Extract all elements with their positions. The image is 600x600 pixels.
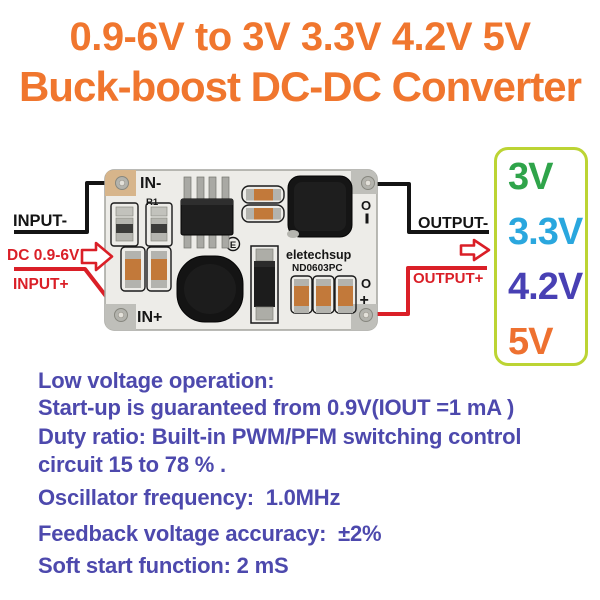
voltage-option-3-3v: 3.3V (508, 211, 583, 253)
output-negative-wire (371, 182, 489, 234)
output-voltage-panel: 3V 3.3V 4.2V 5V (494, 147, 588, 366)
spec-line-oscillator: Oscillator frequency: 1.0MHz (38, 485, 341, 510)
mounting-pad-top-left (105, 170, 136, 196)
pcb-module: IN- R1 IN+ eletechsup ND0603PC E O O + (104, 169, 378, 331)
capacitor (241, 185, 285, 204)
capacitor (334, 275, 357, 314)
silkscreen-in-negative: IN- (140, 175, 161, 192)
spec-line-startup: Start-up is guaranteed from 0.9V(IOUT =1… (38, 395, 515, 420)
output-positive-label: OUTPUT+ (413, 270, 484, 287)
resistor (145, 202, 173, 247)
title-block: 0.9-6V to 3V 3.3V 4.2V 5V Buck-boost DC-… (0, 12, 600, 112)
capacitor (146, 246, 172, 292)
svg-text:O: O (361, 276, 371, 291)
title-line-2: Buck-boost DC-DC Converter (18, 63, 582, 110)
capacitor (290, 275, 313, 314)
ic-chip (180, 176, 234, 249)
input-range-label: DC 0.9-6V (7, 247, 80, 264)
silkscreen-out-positive: O + (360, 276, 372, 309)
mounting-pad-bottom-right (351, 304, 377, 330)
model-label: ND0603PC (292, 263, 343, 274)
mounting-pad-bottom-left (105, 304, 136, 330)
svg-text:E: E (230, 240, 236, 251)
diode (250, 245, 279, 324)
voltage-option-5v: 5V (508, 321, 553, 363)
inductor-square (287, 175, 353, 238)
voltage-option-4-2v: 4.2V (508, 266, 583, 308)
resistor (110, 202, 139, 247)
output-direction-arrow-icon (459, 238, 491, 262)
spec-line-duty-ratio-cont: circuit 15 to 78 % . (38, 452, 226, 477)
silkscreen-out-negative: O (361, 198, 371, 224)
spec-line-duty-ratio: Duty ratio: Built-in PWM/PFM switching c… (38, 424, 522, 449)
title-line-1: 0.9-6V to 3V 3.3V 4.2V 5V (69, 15, 531, 59)
output-positive-wire (368, 266, 487, 316)
capacitor (120, 246, 146, 292)
input-positive-label: INPUT+ (13, 276, 69, 293)
input-negative-wire (14, 181, 118, 234)
brand-label: eletechsup (286, 248, 352, 262)
converter-wiring-diagram: IN- R1 IN+ eletechsup ND0603PC E O O + (7, 169, 491, 331)
silkscreen-in-positive: IN+ (137, 309, 162, 326)
mounting-pad-top-right (351, 170, 377, 194)
svg-text:O: O (361, 198, 371, 213)
voltage-option-3v: 3V (508, 156, 553, 198)
input-negative-label: INPUT- (13, 212, 67, 230)
spec-line-soft-start: Soft start function: 2 mS (38, 553, 289, 578)
capacitor (312, 275, 335, 314)
svg-text:+: + (360, 292, 369, 309)
capacitor (241, 204, 285, 223)
output-negative-label: OUTPUT- (418, 215, 488, 232)
spec-line-feedback: Feedback voltage accuracy: ±2% (38, 521, 382, 546)
inductor-round (176, 255, 244, 323)
input-direction-arrow-icon (80, 241, 114, 272)
